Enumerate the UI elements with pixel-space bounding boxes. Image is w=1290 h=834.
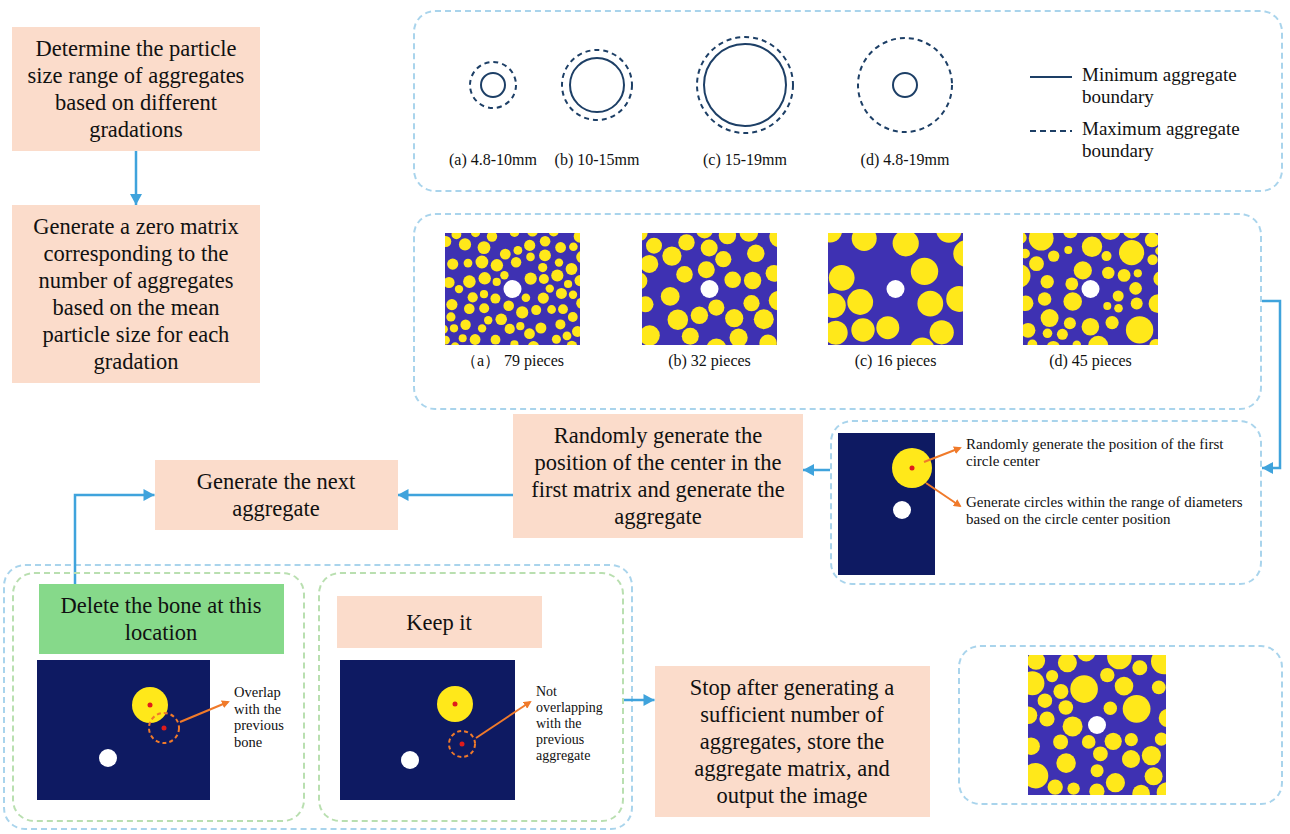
box-text: Generate a zero matrix corresponding to …: [22, 213, 250, 375]
arrow-head: [1262, 462, 1273, 474]
gradation-label: (c) 15-19mm: [685, 150, 805, 169]
flow-arrow: [398, 489, 514, 501]
panel-annotation: Generate circles within the range of dia…: [966, 494, 1251, 529]
arrow-line: [75, 495, 155, 584]
box-text: Stop after generating a sufficient numbe…: [665, 674, 920, 809]
gradation-label: (b) 10-15mm: [537, 150, 657, 169]
legend-dashed-sample: [1030, 130, 1072, 132]
arrow-line: [398, 494, 514, 497]
legend-text: Maximum aggregate boundary: [1082, 118, 1272, 162]
panel-annotation: (b) 32 pieces: [637, 352, 782, 370]
step-panel: Overlap with the previous bone Delete the…: [12, 572, 305, 822]
step-panel: Randomly generate the position of the fi…: [830, 420, 1262, 585]
no-overlap-figure: [340, 660, 530, 800]
overlap-figure: [37, 660, 228, 800]
legend-solid-sample: [1030, 76, 1072, 78]
box-text: Keep it: [406, 609, 472, 636]
arrow-head: [130, 194, 142, 205]
gradation-label: (a) 4.8-10mm: [433, 150, 553, 169]
flow-arrow: [75, 489, 155, 584]
box-text: Generate the next aggregate: [165, 468, 388, 522]
flow-arrow: [624, 694, 655, 706]
process-box: Keep it: [337, 596, 542, 648]
legend-text: Minimum aggregate boundary: [1082, 64, 1272, 108]
first-circle-figure: [838, 433, 960, 575]
process-box: Randomly generate the position of the ce…: [513, 414, 803, 538]
process-box: Generate a zero matrix corresponding to …: [12, 205, 260, 383]
box-text: Determine the particle size range of agg…: [22, 35, 250, 143]
arrow-head: [144, 489, 155, 501]
flow-arrow: [1262, 301, 1280, 474]
process-box: Stop after generating a sufficient numbe…: [655, 666, 930, 817]
panel-annotation: Overlap with the previous bone: [234, 684, 300, 751]
arrow-head: [803, 464, 814, 476]
process-box: Delete the bone at this location: [39, 584, 284, 654]
panel-annotation: （a） 79 pieces: [440, 352, 585, 370]
flow-arrow: [130, 151, 142, 205]
arrow-head: [398, 489, 409, 501]
panel-annotation: (c) 16 pieces: [823, 352, 968, 370]
box-text: Delete the bone at this location: [49, 592, 274, 646]
arrow-head: [644, 694, 655, 706]
arrow-line: [1262, 301, 1280, 468]
process-box: Generate the next aggregate: [155, 460, 398, 530]
step-panel: Not overlapping with the previous aggreg…: [318, 572, 624, 822]
flow-arrow: [803, 464, 830, 476]
box-text: Randomly generate the position of the ce…: [523, 422, 793, 530]
gradation-label: (d) 4.8-19mm: [845, 150, 965, 169]
panel-annotation: Randomly generate the position of the fi…: [966, 436, 1251, 471]
step-panel: （a） 79 pieces (b) 32 pieces (c) 16 pieces (…: [413, 213, 1262, 410]
gradation-circles: [470, 37, 952, 133]
panel-annotation: Not overlapping with the previous aggreg…: [536, 684, 616, 764]
process-box: Determine the particle size range of agg…: [12, 27, 260, 151]
panel-annotation: (d) 45 pieces: [1018, 352, 1163, 370]
